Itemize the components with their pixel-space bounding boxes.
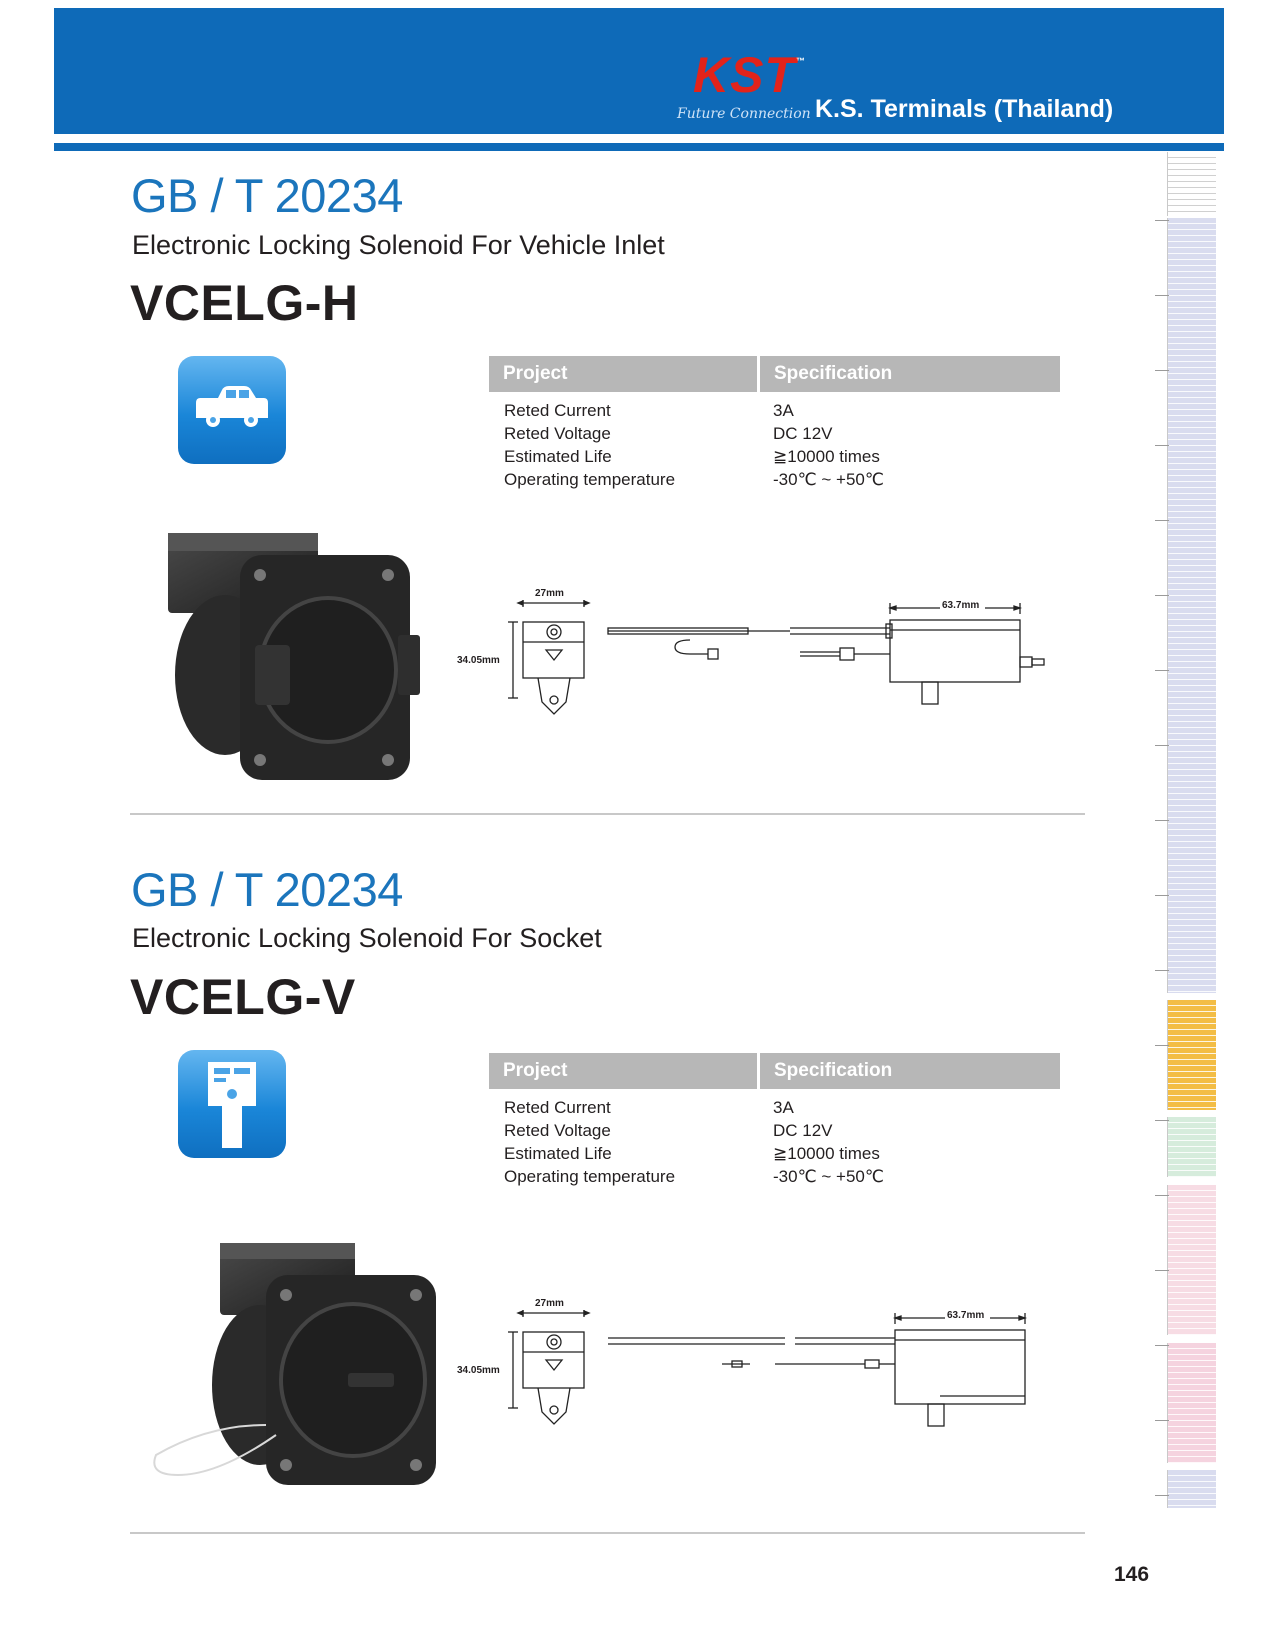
company-name: K.S. Terminals (Thailand)	[815, 95, 1114, 123]
spec-label: Estimated Life	[504, 1144, 612, 1163]
spec-label: Reted Voltage	[504, 1121, 611, 1140]
spec-value: 3A	[773, 401, 794, 420]
side-tab-tick	[1155, 220, 1169, 221]
product-subtitle: Electronic Locking Solenoid For Socket	[132, 923, 602, 953]
spec-label: Reted Current	[504, 1098, 611, 1117]
product-subtitle: Electronic Locking Solenoid For Vehicle …	[132, 230, 665, 260]
table-header-specification: Specification	[760, 1053, 1060, 1089]
dimension-height-label: 34.05mm	[457, 655, 500, 666]
table-header-project: Project	[489, 1053, 757, 1089]
spec-label: Estimated Life	[504, 447, 612, 466]
spec-value: ≧10000 times	[773, 1144, 880, 1163]
dimension-length-label: 63.7mm	[942, 600, 980, 611]
section-divider	[130, 1532, 1085, 1534]
side-tab-tick	[1155, 820, 1169, 821]
kst-logo: KST	[693, 47, 796, 103]
side-tab-lavender-2[interactable]	[1167, 1470, 1216, 1508]
spec-value: DC 12V	[773, 424, 833, 443]
standard-title: GB / T 20234	[131, 863, 403, 916]
spec-value: DC 12V	[773, 1121, 833, 1140]
side-tab-tick	[1155, 370, 1169, 371]
side-tab-tick	[1155, 1195, 1169, 1196]
side-tab-orange[interactable]	[1167, 1000, 1216, 1110]
spec-value: ≧10000 times	[773, 447, 880, 466]
spec-labels: Reted Current Reted Voltage Estimated Li…	[504, 399, 675, 491]
side-tab-tick	[1155, 1420, 1169, 1421]
side-tab-tick	[1155, 595, 1169, 596]
product-photo-vehicle-inlet	[160, 525, 460, 800]
side-tab-tick	[1155, 445, 1169, 446]
side-tab-tick	[1155, 1495, 1169, 1496]
side-tab-tick	[1155, 895, 1169, 896]
side-tab-tick	[1155, 670, 1169, 671]
table-header-project: Project	[489, 356, 757, 392]
table-header-specification: Specification	[760, 356, 1060, 392]
charging-station-icon	[178, 1050, 286, 1158]
section-divider	[130, 813, 1085, 815]
header-rule	[54, 143, 1224, 151]
spec-value: 3A	[773, 1098, 794, 1117]
logo-trademark: ™	[796, 56, 805, 66]
standard-title: GB / T 20234	[131, 169, 403, 222]
spec-label: Reted Voltage	[504, 424, 611, 443]
side-tab-tick	[1155, 1270, 1169, 1271]
dimension-drawing-vehicle-inlet: 27mm 34.05mm 63.7mm	[457, 588, 1100, 745]
model-name: VCELG-V	[130, 969, 356, 1025]
side-tab-green[interactable]	[1167, 1117, 1216, 1177]
side-tab-tick	[1155, 745, 1169, 746]
dimension-height-label: 34.05mm	[457, 1365, 500, 1376]
dimension-length-label: 63.7mm	[947, 1310, 985, 1321]
side-tab-tick	[1155, 1345, 1169, 1346]
side-tab-tick	[1155, 520, 1169, 521]
car-icon	[178, 356, 286, 464]
side-tab-pink-1[interactable]	[1167, 1185, 1216, 1335]
dimension-width-label: 27mm	[535, 588, 564, 599]
spec-labels: Reted Current Reted Voltage Estimated Li…	[504, 1096, 675, 1188]
spec-values: 3A DC 12V ≧10000 times -30℃ ~ +50℃	[773, 399, 884, 491]
page-number: 146	[1114, 1563, 1150, 1586]
spec-label: Operating temperature	[504, 470, 676, 489]
dimension-drawing-socket: 27mm 34.05mm 63.7mm	[457, 1298, 1100, 1455]
header-band	[54, 8, 1224, 134]
spec-values: 3A DC 12V ≧10000 times -30℃ ~ +50℃	[773, 1096, 884, 1188]
product-photo-socket	[148, 1235, 458, 1510]
spec-label: Reted Current	[504, 401, 611, 420]
dimension-width-label: 27mm	[535, 1298, 564, 1309]
spec-value: -30℃ ~ +50℃	[773, 1167, 884, 1186]
model-name: VCELG-H	[130, 275, 359, 331]
side-tab-lavender[interactable]	[1167, 218, 1216, 993]
side-tab-tick	[1155, 1120, 1169, 1121]
side-tab-tick	[1155, 295, 1169, 296]
logo-tagline: Future Connection	[677, 106, 811, 122]
spec-label: Operating temperature	[504, 1167, 676, 1186]
side-tab-blank	[1167, 152, 1216, 216]
side-tab-tick	[1155, 1045, 1169, 1046]
spec-value: -30℃ ~ +50℃	[773, 470, 884, 489]
side-tab-tick	[1155, 970, 1169, 971]
side-tab-pink-2[interactable]	[1167, 1343, 1216, 1463]
